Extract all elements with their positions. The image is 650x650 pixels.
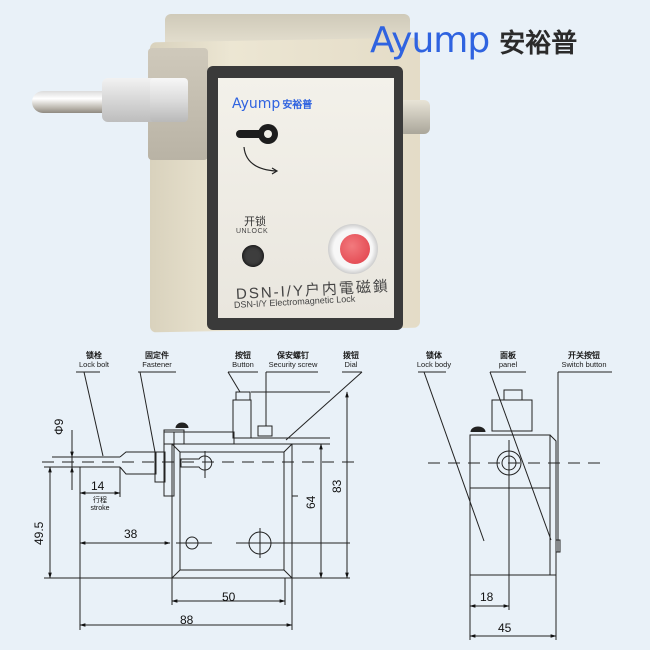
drawing-lines bbox=[42, 371, 612, 640]
hex-nut-inner bbox=[150, 78, 188, 122]
dim-offset: 38 bbox=[124, 527, 138, 541]
dial-key-icon bbox=[236, 124, 282, 144]
dim-side-offset: 18 bbox=[480, 590, 494, 604]
unlock-button bbox=[242, 245, 264, 267]
dim-panel-width: 50 bbox=[222, 590, 236, 604]
brand-logo: Ayump 安裕普 bbox=[370, 20, 577, 61]
brand-name-en: Ayump bbox=[370, 20, 490, 61]
lock-bolt-pin bbox=[32, 91, 112, 113]
dim-stroke: 14 bbox=[91, 479, 105, 493]
unlock-label-cn: 开锁 bbox=[244, 216, 266, 228]
side-switch-knob bbox=[398, 100, 430, 134]
rotate-arrow-icon bbox=[243, 146, 279, 175]
panel-logo-en: Ayump bbox=[232, 96, 281, 112]
unlock-label-en: UNLOCK bbox=[236, 228, 269, 235]
front-panel-face bbox=[218, 78, 394, 318]
dim-total-width: 88 bbox=[180, 613, 194, 627]
dim-side-depth: 45 bbox=[498, 621, 512, 635]
dim-total-height: 83 bbox=[330, 479, 344, 493]
red-push-button bbox=[340, 234, 370, 264]
dim-bolt-diameter: Φ9 bbox=[52, 418, 66, 435]
panel-logo-cn: 安裕普 bbox=[282, 100, 313, 111]
dim-panel-height: 64 bbox=[304, 495, 318, 509]
brand-name-cn: 安裕普 bbox=[499, 29, 578, 59]
dim-bolt-height: 49.5 bbox=[32, 521, 46, 545]
